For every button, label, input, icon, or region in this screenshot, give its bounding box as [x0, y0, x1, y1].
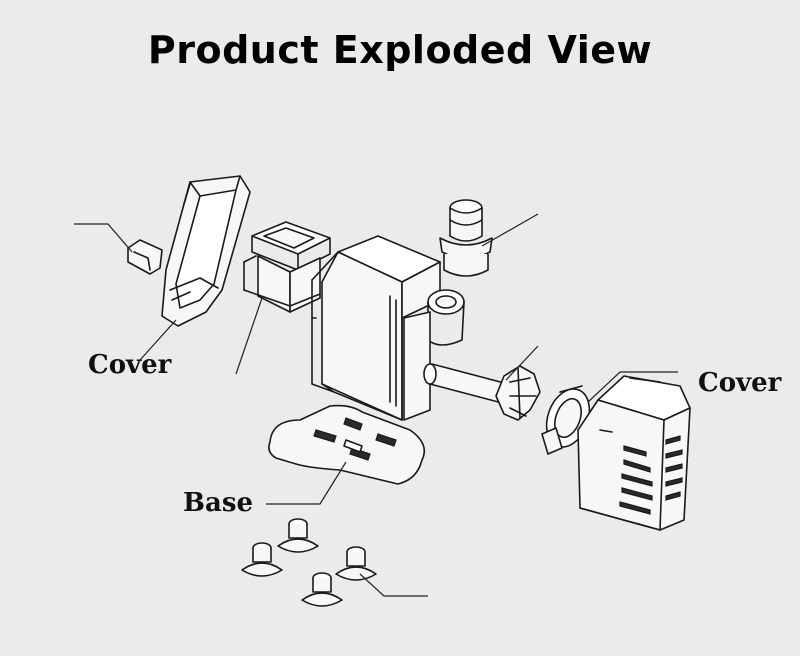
impeller-part [423, 363, 541, 421]
suction-cup [241, 542, 283, 577]
diagram-title: Product Exploded View [147, 28, 653, 72]
suction-cup [335, 546, 377, 581]
clip-part [127, 239, 163, 275]
label-cover-right: Cover [698, 368, 782, 398]
label-base: Base [183, 488, 254, 518]
nozzle-part [439, 199, 493, 277]
leader-lines [74, 213, 678, 597]
pump-body-part [311, 235, 465, 421]
filter-block-part [243, 221, 331, 313]
right-cover-part [577, 375, 691, 531]
label-cover-left: Cover [88, 350, 172, 380]
suction-cup [301, 572, 343, 607]
left-cover-part [161, 175, 251, 327]
base-plate-part [268, 404, 426, 485]
suction-cup [277, 518, 319, 553]
